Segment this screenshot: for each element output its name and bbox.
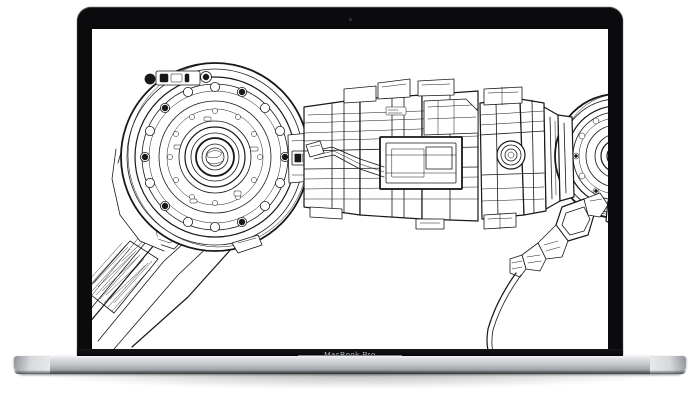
laptop-hinge-strip [77, 349, 623, 358]
webcam-icon [348, 18, 352, 21]
wrist-gearbox [479, 86, 561, 230]
wrist-bolt-circle [572, 117, 600, 195]
gripper-finger-left [509, 192, 608, 278]
tubing-bundle [305, 140, 385, 178]
base-left-cap [14, 356, 50, 374]
robotic-arm-technical-drawing [92, 29, 608, 349]
laptop-lid [77, 7, 623, 357]
upper-arm-housing [303, 78, 479, 230]
base-shadow-line [14, 370, 686, 374]
drawing-group [92, 62, 608, 349]
arm-data-plate [385, 106, 407, 116]
base-right-cap [650, 356, 686, 374]
flange-bolt-circle [140, 82, 290, 232]
base-rotary-joint-flange [111, 62, 315, 254]
gearbox-port [496, 140, 526, 170]
wrist-rotary-joint [554, 93, 608, 219]
laptop-base [14, 356, 686, 374]
gripper-assembly [486, 192, 608, 349]
gripper-knuckle-cluster [605, 200, 608, 223]
access-panel-window [379, 136, 463, 190]
flange-inner-screws [167, 108, 263, 206]
device-model-label: MacBook Pro [0, 350, 700, 359]
hydraulic-hose [486, 272, 522, 349]
flange-bolt-shading [141, 88, 289, 226]
device-drop-shadow [40, 372, 660, 388]
laptop-screen[interactable] [92, 29, 608, 349]
flange-nameplate [144, 70, 212, 86]
flange-slots [173, 116, 259, 204]
